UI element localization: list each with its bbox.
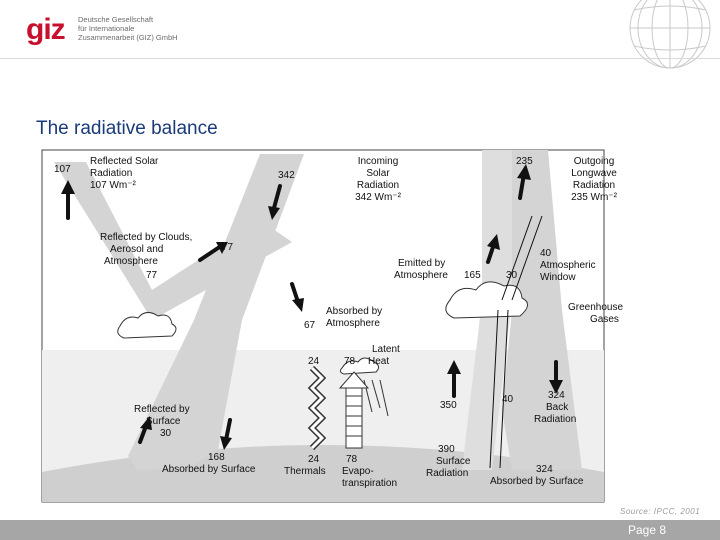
thermals-label: Thermals <box>284 466 326 477</box>
absorbed-surface-value: 168 <box>208 452 225 463</box>
clouds-label-3: Atmosphere <box>104 256 158 267</box>
window-label-2: Window <box>540 272 576 283</box>
surface-reflect-label-2: Surface <box>146 416 181 427</box>
latent-label-1: Latent <box>372 344 400 355</box>
absorbed-atm-arrow <box>290 282 300 304</box>
back-label-1: Back <box>546 402 569 413</box>
thermals-value: 24 <box>308 454 320 465</box>
window-label-1: Atmospheric <box>540 260 596 271</box>
cloud-rain <box>339 357 380 375</box>
surface-rad-label-1: Surface <box>436 456 471 467</box>
reflected-solar-value: 107 <box>54 164 71 175</box>
org-line-3: Zusammenarbeit (GIZ) GmbH <box>78 33 178 42</box>
absorbed-atm-value: 67 <box>304 320 316 331</box>
outgoing-label-2: Longwave <box>571 168 617 179</box>
greenhouse-label-1: Greenhouse <box>568 302 623 313</box>
incoming-label-1: Incoming <box>358 156 399 167</box>
absorbed-surface-arrow <box>224 418 232 442</box>
surface-reflect-value: 30 <box>160 428 172 439</box>
page-number: Page 8 <box>628 523 667 537</box>
thermals-zigzag-inner <box>309 366 325 450</box>
latent-label-2: Heat <box>368 356 389 367</box>
cloud-right <box>445 281 528 319</box>
incoming-arrow <box>272 184 282 210</box>
evapo-label-1: Evapo- <box>342 466 374 477</box>
back-label-2: Radiation <box>534 414 576 425</box>
incoming-value: 342 <box>278 170 295 181</box>
outgoing-label-1: Outgoing <box>574 156 615 167</box>
clouds-value-b: 77 <box>146 270 158 281</box>
org-line-1: Deutsche Gesellschaft <box>78 15 154 24</box>
cloud-left <box>117 312 177 339</box>
footer-bar <box>0 520 720 540</box>
absorbed-surface2-value: 324 <box>536 464 553 475</box>
absorbed-surface2-label: Absorbed by Surface <box>490 476 584 487</box>
surface-40-value: 40 <box>502 394 514 405</box>
absorbed-atm-label-2: Atmosphere <box>326 318 380 329</box>
incoming-label-2: Solar <box>366 168 390 179</box>
thermal-up-value: 24 <box>308 356 320 367</box>
clouds-arrow <box>198 246 220 262</box>
globe-icon <box>629 0 711 69</box>
greenhouse-label-2: Gases <box>590 314 619 325</box>
evapo-label-2: transpiration <box>342 478 397 489</box>
surface-reflect-label-1: Reflected by <box>134 404 190 415</box>
outgoing-label-3: Radiation <box>573 180 615 191</box>
incoming-label-4: 342 Wm⁻² <box>355 192 402 203</box>
emitted-label-2: Atmosphere <box>394 270 448 281</box>
clouds-label-1: Reflected by Clouds, <box>100 232 192 243</box>
evapo-value: 78 <box>346 454 358 465</box>
clouds-value-a: 77 <box>222 242 234 253</box>
reflected-solar-label-2: Radiation <box>90 168 132 179</box>
window-line-3 <box>489 309 499 469</box>
reflected-solar-label-3: 107 Wm⁻² <box>90 180 137 191</box>
back-value: 324 <box>548 390 565 401</box>
source-note: Source: IPCC, 2001 <box>620 507 701 516</box>
arrows <box>61 164 563 450</box>
incoming-label-3: Radiation <box>357 180 399 191</box>
reflected-solar-label-1: Reflected Solar <box>90 156 159 167</box>
outgoing-band <box>498 150 582 470</box>
emitted-value: 165 <box>464 270 481 281</box>
surface-rad-label-2: Radiation <box>426 468 468 479</box>
surface-rad-value: 390 <box>438 444 455 455</box>
window-line-1 <box>511 215 543 301</box>
window-line-2 <box>501 215 533 301</box>
radiative-balance-diagram: 107 Reflected Solar Radiation 107 Wm⁻² 3… <box>41 149 623 503</box>
emitted-label-1: Emitted by <box>398 258 445 269</box>
absorbed-surface-label: Absorbed by Surface <box>162 464 256 475</box>
header-divider <box>0 58 720 59</box>
latent-heat-column <box>338 371 370 449</box>
header: giz Deutsche Gesellschaft für Internatio… <box>0 0 720 69</box>
window-value-30: 30 <box>506 270 518 281</box>
incoming-solar-band <box>128 154 304 470</box>
latent-up-value: 78 <box>344 356 356 367</box>
slide-title: The radiative balance <box>36 118 218 139</box>
giz-logo: giz <box>26 13 66 46</box>
organization-name: Deutsche Gesellschaft für Internationale… <box>78 15 178 42</box>
window-value-40: 40 <box>540 248 552 259</box>
outgoing-label-4: 235 Wm⁻² <box>571 192 618 203</box>
absorbed-atm-label-1: Absorbed by <box>326 306 382 317</box>
surface-up-value: 350 <box>440 400 457 411</box>
window-line-4 <box>499 309 509 469</box>
outgoing-value: 235 <box>516 156 533 167</box>
org-line-2: für Internationale <box>78 24 135 33</box>
clouds-label-2: Aerosol and <box>110 244 163 255</box>
